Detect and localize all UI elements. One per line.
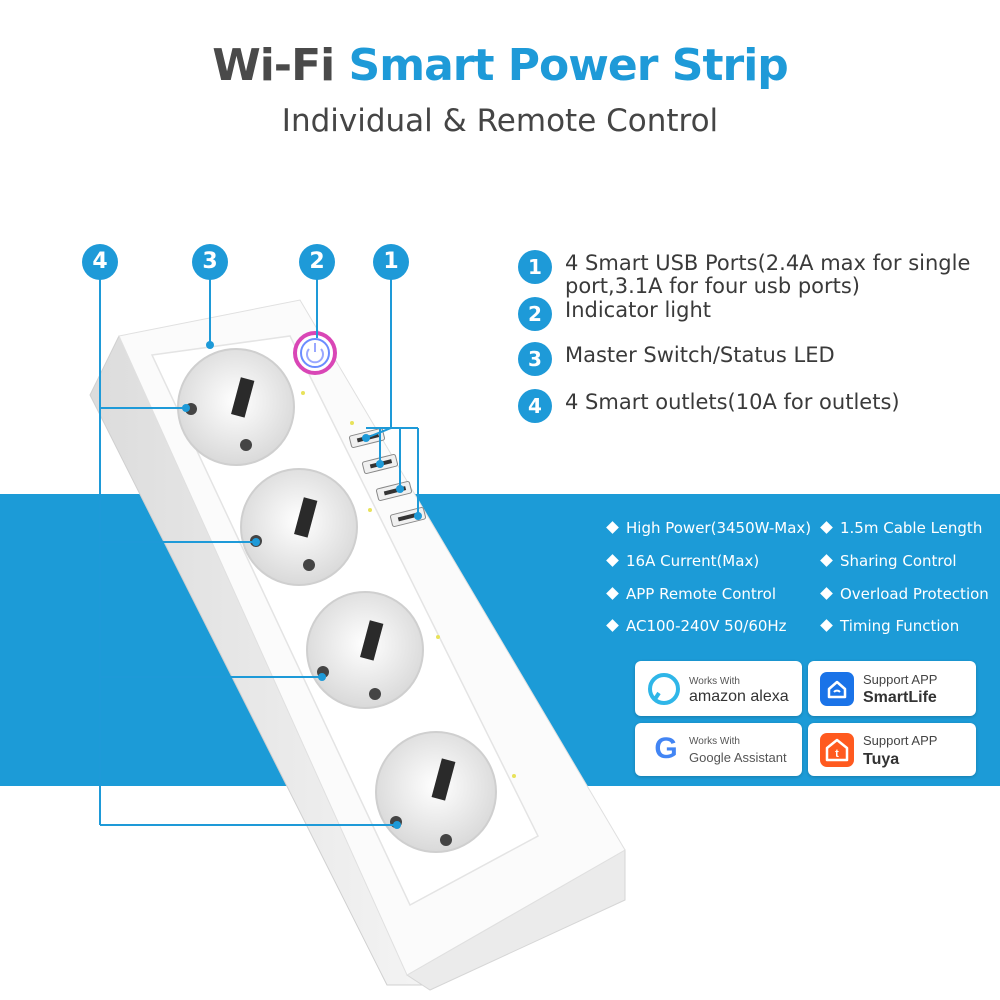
badge-tuya: t Support APP Tuya	[808, 723, 976, 776]
feature-item: APP Remote Control	[606, 585, 776, 603]
feature-item: Sharing Control	[820, 552, 957, 570]
socket-4	[375, 731, 497, 853]
feature-item: 1.5m Cable Length	[820, 519, 982, 537]
tuya-house-icon: t	[820, 733, 854, 767]
badge-alexa-caption: Works With	[689, 676, 740, 687]
badge-alexa-name: amazon alexa	[689, 688, 789, 705]
diamond-bullet-icon	[606, 587, 619, 600]
legend-text: Indicator light	[565, 298, 712, 322]
page-title: Wi-Fi Smart Power Strip	[0, 40, 1000, 91]
socket-3	[306, 591, 424, 709]
badge-smartlife-name: SmartLife	[863, 689, 937, 706]
diamond-bullet-icon	[820, 587, 833, 600]
badge-google-name: Google Assistant	[689, 750, 787, 765]
badge-alexa: Works With amazon alexa	[635, 661, 802, 716]
legend-number: 3	[518, 342, 552, 376]
diamond-bullet-icon	[820, 554, 833, 567]
badge-smartlife: Support APP SmartLife	[808, 661, 976, 716]
badge-tuya-name: Tuya	[863, 751, 900, 768]
feature-item: Overload Protection	[820, 585, 989, 603]
feature-item: High Power(3450W-Max)	[606, 519, 811, 537]
google-g-icon: G	[654, 732, 678, 765]
badge-tuya-caption: Support APP	[863, 733, 938, 748]
feature-item: Timing Function	[820, 617, 959, 635]
callout-4: 4	[82, 244, 118, 280]
callout-dots	[182, 341, 422, 829]
smartlife-house-icon	[820, 672, 854, 706]
callout-leader-lines	[99, 275, 419, 826]
legend-text: 4 Smart USB Ports(2.4A max for single po…	[565, 251, 971, 298]
svg-text:t: t	[835, 748, 839, 760]
power-button-icon	[293, 331, 337, 375]
socket-1	[177, 348, 295, 466]
legend-number: 2	[518, 297, 552, 331]
legend-number: 1	[518, 250, 552, 284]
callout-3: 3	[192, 244, 228, 280]
feature-item: AC100-240V 50/60Hz	[606, 617, 787, 635]
callout-2: 2	[299, 244, 335, 280]
callout-1: 1	[373, 244, 409, 280]
badge-google-caption: Works With	[689, 736, 740, 747]
badge-google: G Works With Google Assistant	[635, 723, 802, 776]
legend-number: 4	[518, 389, 552, 423]
socket-2	[240, 468, 358, 586]
status-leds	[301, 391, 516, 778]
title-wifi: Wi-Fi	[212, 40, 335, 91]
alexa-ring-icon	[648, 673, 680, 705]
diamond-bullet-icon	[820, 619, 833, 632]
badge-smartlife-caption: Support APP	[863, 672, 938, 687]
legend-text: Master Switch/Status LED	[565, 343, 835, 367]
diamond-bullet-icon	[820, 521, 833, 534]
feature-item: 16A Current(Max)	[606, 552, 759, 570]
title-product: Smart Power Strip	[348, 40, 789, 91]
legend-text: 4 Smart outlets(10A for outlets)	[565, 390, 900, 414]
diamond-bullet-icon	[606, 521, 619, 534]
diamond-bullet-icon	[606, 619, 619, 632]
page-subtitle: Individual & Remote Control	[281, 103, 719, 139]
diamond-bullet-icon	[606, 554, 619, 567]
